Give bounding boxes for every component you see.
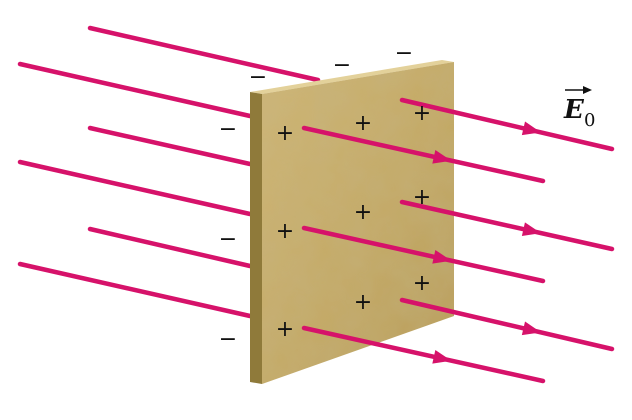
- incoming-field-line: [17, 159, 253, 217]
- field-subscript: 0: [584, 110, 595, 131]
- plate-top-edge: [250, 60, 454, 94]
- plate-side-edge: [250, 92, 262, 384]
- positive-charge: +: [276, 219, 294, 244]
- negative-charges: − − − − − −: [219, 41, 413, 352]
- field-arrowhead-icon: [521, 222, 541, 237]
- negative-charge: −: [219, 117, 237, 142]
- positive-charge: +: [413, 101, 431, 126]
- field-arrowhead-icon: [432, 349, 452, 364]
- field-arrowhead-icon: [521, 321, 541, 336]
- incoming-field-line: [87, 226, 253, 269]
- field-symbol: E: [563, 95, 585, 125]
- conducting-plate: [250, 60, 454, 384]
- incoming-field-line: [87, 25, 321, 83]
- incoming-field-lines: [17, 25, 321, 319]
- plate-face: [262, 62, 454, 384]
- vector-arrow-icon: [565, 86, 592, 94]
- incoming-field-line: [17, 261, 253, 319]
- field-arrowhead-icon: [432, 149, 452, 164]
- positive-charge: +: [276, 317, 294, 342]
- negative-charge: −: [249, 65, 267, 90]
- incoming-field-line: [17, 61, 253, 119]
- outgoing-field-line: [301, 325, 546, 384]
- outgoing-field-lines: [301, 97, 615, 384]
- outgoing-field-line: [399, 297, 615, 352]
- positive-charge: +: [276, 121, 294, 146]
- negative-charge: −: [219, 227, 237, 252]
- outgoing-field-line: [399, 199, 615, 252]
- outgoing-field-line: [399, 97, 615, 152]
- field-arrowhead-icon: [521, 121, 541, 136]
- positive-charge: +: [354, 111, 372, 136]
- positive-charge: +: [413, 271, 431, 296]
- positive-charge: +: [354, 290, 372, 315]
- positive-charge: +: [413, 185, 431, 210]
- negative-charge: −: [395, 41, 413, 66]
- outgoing-field-line: [301, 225, 546, 284]
- positive-charges: + + + + + + + + +: [276, 101, 431, 342]
- field-arrowhead-icon: [432, 249, 452, 264]
- negative-charge: −: [333, 53, 351, 78]
- field-label: E 0: [563, 86, 595, 131]
- positive-charge: +: [354, 200, 372, 225]
- negative-charge: −: [219, 327, 237, 352]
- outgoing-field-line: [301, 125, 546, 184]
- incoming-field-line: [87, 125, 253, 167]
